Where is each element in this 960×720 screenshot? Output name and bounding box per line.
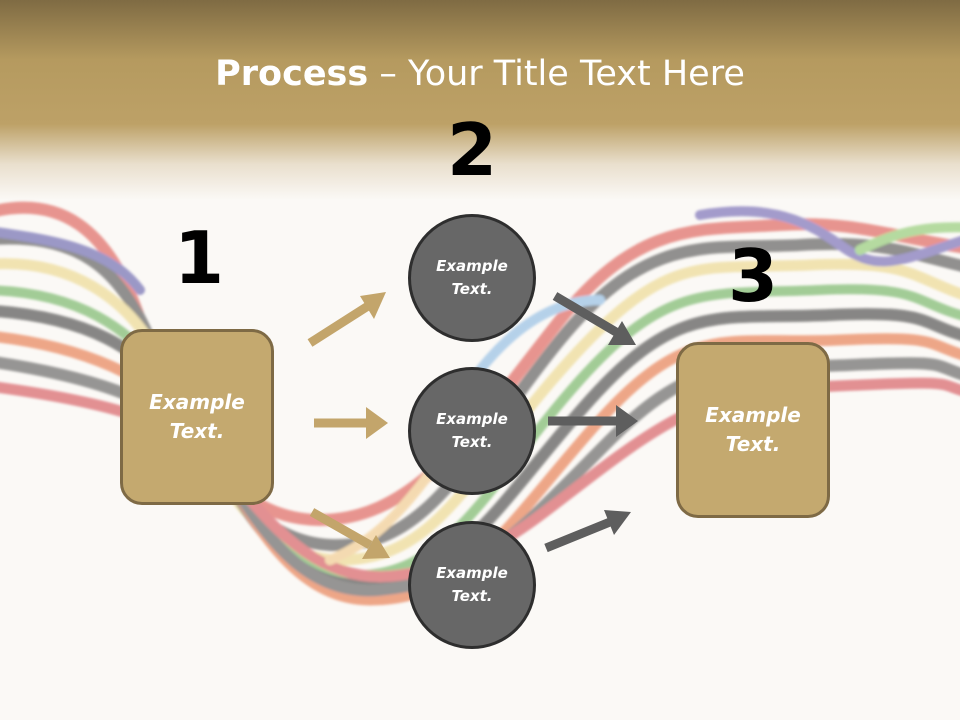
source-box-text: Example Text. bbox=[149, 390, 245, 443]
circle-bottom-text: Example Text. bbox=[436, 564, 508, 605]
circle-middle: Example Text. bbox=[408, 367, 536, 495]
circle-top-text: Example Text. bbox=[436, 257, 508, 298]
title-bold: Process bbox=[215, 54, 369, 94]
tan-arrow-right bbox=[314, 407, 388, 439]
step-number-1: 1 bbox=[173, 216, 225, 300]
header-band bbox=[0, 0, 960, 200]
step-number-3: 3 bbox=[727, 234, 779, 318]
tan-arrow-up bbox=[307, 292, 386, 347]
step-number-2: 2 bbox=[446, 108, 498, 192]
target-box-text: Example Text. bbox=[705, 403, 801, 456]
slide-title: Process – Your Title Text Here bbox=[0, 52, 960, 96]
tan-arrow-down bbox=[309, 508, 390, 559]
source-box: Example Text. bbox=[120, 329, 274, 505]
circle-bottom: Example Text. bbox=[408, 521, 536, 649]
gray-arrow-up bbox=[544, 510, 631, 553]
title-rest: – Your Title Text Here bbox=[368, 54, 745, 94]
gray-arrow-down bbox=[552, 292, 636, 345]
circle-top: Example Text. bbox=[408, 214, 536, 342]
circle-middle-text: Example Text. bbox=[436, 410, 508, 451]
target-box: Example Text. bbox=[676, 342, 830, 518]
gray-arrow-right bbox=[548, 405, 638, 437]
